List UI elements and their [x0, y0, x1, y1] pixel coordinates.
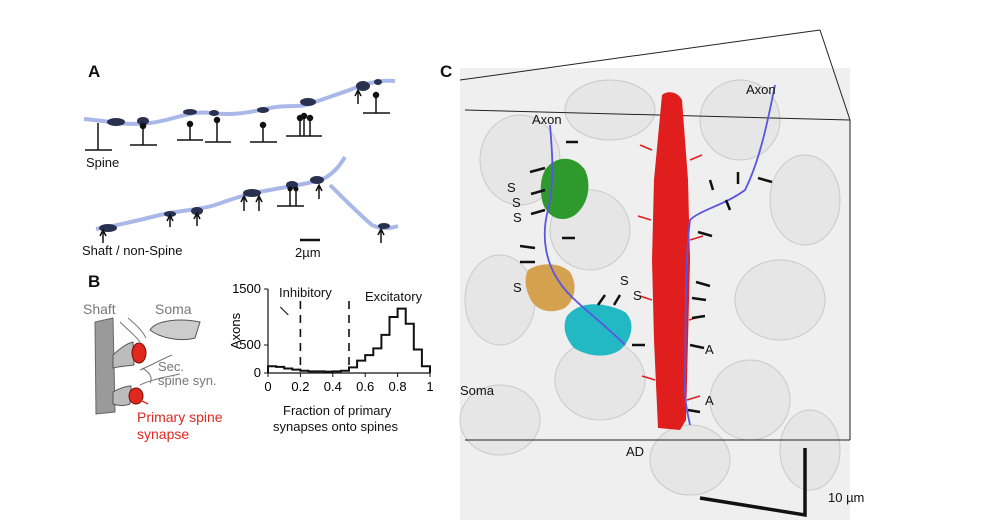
axon-label-right: Axon [746, 82, 776, 97]
scale-bar-c [699, 448, 807, 518]
x-axis-label-1: Fraction of primary [283, 403, 392, 418]
axon-bottom [95, 155, 399, 231]
shaft-nonspine-label: Shaft / non-Spine [82, 243, 183, 258]
s-label-6: S [633, 288, 642, 303]
apical-dendrite [652, 92, 690, 430]
histogram-outline [267, 307, 431, 373]
soma-label-b: Soma [155, 301, 192, 317]
tan-cell [525, 264, 575, 312]
x-tick-label-5: 1 [426, 379, 433, 394]
s-label-5: S [620, 273, 629, 288]
a-label-1: A [705, 342, 714, 357]
y-axis-label: Axons [228, 312, 243, 349]
ad-label: AD [626, 444, 645, 459]
inhibitory-label: Inhibitory [279, 285, 332, 300]
panel-a-letter: A [88, 62, 101, 81]
sec-label-2: spine syn. [158, 373, 217, 388]
x-tick-label-2: 0.4 [324, 379, 342, 394]
soma-label-c: Soma [460, 383, 494, 398]
cyan-cell [564, 304, 632, 356]
y-tick-label-2: 1500 [232, 281, 261, 296]
y-tick-label-1: 500 [239, 337, 261, 352]
scale-label-a: 2µm [295, 245, 321, 260]
a-label-2: A [705, 393, 714, 408]
excitatory-label: Excitatory [365, 289, 423, 304]
primary-label-2: synapse [137, 426, 190, 442]
x-axis-label-2: synapses onto spines [273, 419, 399, 434]
axon-left [543, 124, 626, 346]
panel-c-letter: C [440, 62, 453, 81]
inhibitory-pointer [279, 306, 289, 316]
axon-right [683, 84, 776, 426]
x-tick-label-0: 0 [264, 379, 271, 394]
axon-label-left: Axon [532, 112, 562, 127]
x-tick-label-3: 0.6 [356, 379, 374, 394]
s-label-1: S [507, 180, 516, 195]
sec-label-1: Sec. [158, 359, 185, 374]
s-label-4: S [513, 280, 522, 295]
panel-b-letter: B [88, 272, 101, 291]
s-label-3: S [513, 210, 522, 225]
s-label-2: S [512, 195, 521, 210]
shaft-label: Shaft [83, 301, 116, 317]
x-tick-label-1: 0.2 [291, 379, 309, 394]
primary-label-1: Primary spine [137, 409, 223, 425]
y-tick-label-0: 0 [254, 365, 261, 380]
spine-label: Spine [86, 155, 120, 170]
x-tick-label-4: 0.8 [389, 379, 407, 394]
scale-label-c: 10 µm [828, 490, 865, 505]
